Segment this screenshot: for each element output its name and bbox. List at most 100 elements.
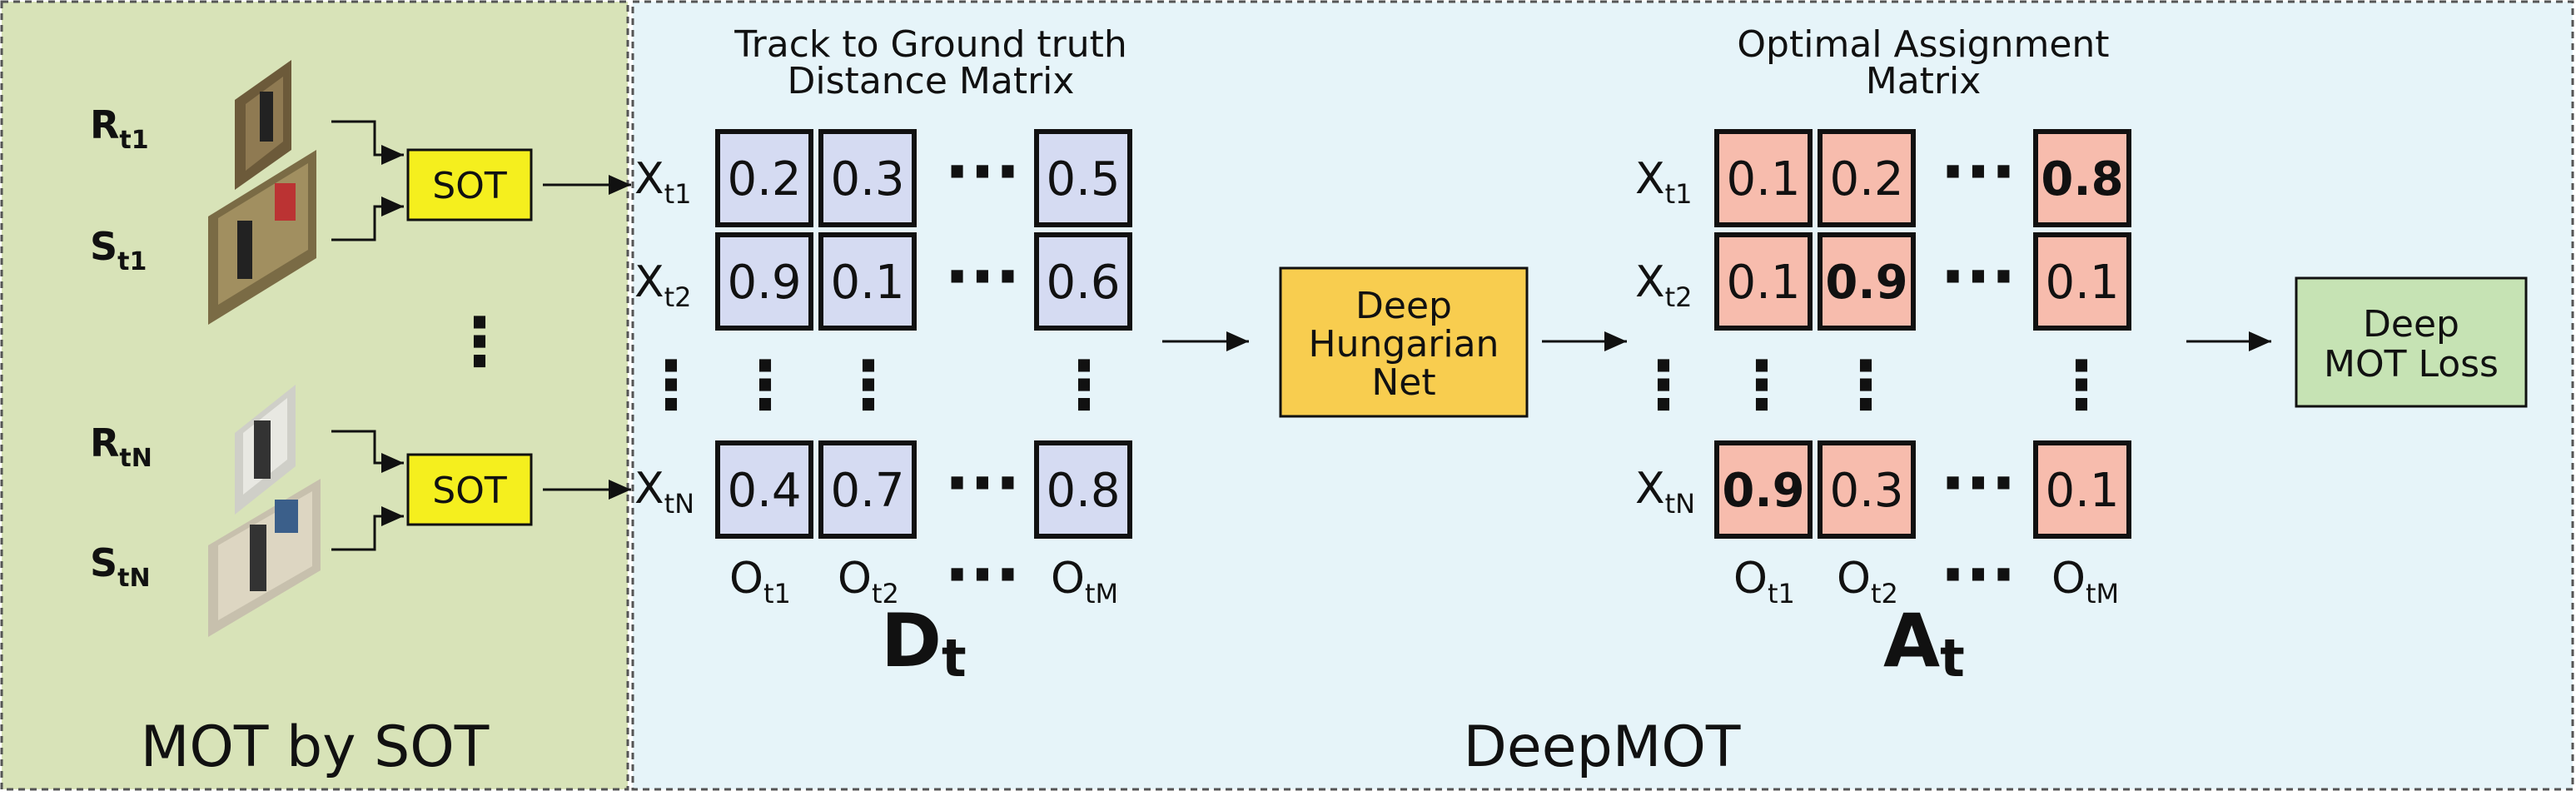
distance-heading-1: Track to Ground truth [734,23,1126,66]
distance-col-label-m: OtM [1051,554,1118,609]
assignment-col-hdots: ··· [1940,536,2016,614]
distance-cell-r3-c2 [818,440,917,539]
right-panel [631,0,2574,791]
hungarian-net-box [1279,266,1529,418]
image-s-t1 [208,150,316,325]
distance-cell-r1-c3 [1034,129,1132,227]
sot-label-top: SOT [432,165,507,207]
loss-line-2: MOT Loss [2324,343,2499,386]
assignment-cell-r2-c3 [2033,232,2131,331]
distance-col-label-1: Ot1 [729,554,791,609]
distance-row-label-1: Xt1 [634,154,692,210]
distance-col-label-2: Ot2 [838,554,899,609]
assignment-hdots-1: ··· [1940,133,2016,211]
assignment-vdots-c3: ⋮ [2048,346,2115,424]
distance-cell-r3-c3 [1034,440,1132,539]
distance-vdots-c3: ⋮ [1051,346,1117,424]
label-s-tn: StN [90,540,151,593]
connectors-bottom [331,430,404,551]
label-r-tn: RtN [90,420,152,473]
distance-cell-r2-c2 [818,232,917,331]
distance-cell-value-r3-c3: 0.8 [1046,464,1120,518]
vdots-left: ⋮ [446,303,513,381]
assignment-col-label-1: Ot1 [1733,554,1795,609]
assignment-col-label-2: Ot2 [1837,554,1898,609]
assignment-cell-r2-c2 [1818,232,1916,331]
assignment-cell-value-r3-c1: 0.9 [1722,464,1804,518]
distance-cell-r2-c1 [715,232,813,331]
distance-col-labels: Ot1 Ot2 ··· OtM [729,536,1118,614]
distance-row-label-2: Xt2 [634,257,692,313]
distance-hdots-n: ··· [944,445,1020,522]
assignment-cell-r1-c3 [2033,129,2131,227]
distance-vdots-c1: ⋮ [732,346,798,424]
assignment-cell-value-r2-c1: 0.1 [1726,256,1800,310]
assignment-cell-value-r3-c3: 0.1 [2045,464,2119,518]
loss-line-1: Deep [2363,303,2459,346]
distance-row-label-n: XtN [634,464,694,520]
distance-hdots-1: ··· [944,133,1020,211]
assignment-cell-r2-c1 [1714,232,1813,331]
image-s-tn [208,479,321,637]
distance-cell-value-r2-c2: 0.1 [830,256,904,310]
assignment-cell-r3-c1 [1714,440,1813,539]
left-panel-title: MOT by SOT [141,714,490,780]
loss-box [2295,276,2528,408]
assignment-cell-value-r1-c2: 0.2 [1829,152,1903,206]
left-panel [0,0,629,791]
sot-label-bottom: SOT [432,470,507,512]
distance-cell-r2-c3 [1034,232,1132,331]
assignment-cell-r3-c2 [1818,440,1916,539]
assignment-col-label-m: OtM [2051,554,2119,609]
distance-row-labels: Xt1 Xt2 XtN [634,154,694,520]
distance-matrix: 0.2 0.3 0.5 0.9 0.1 0.6 0.4 0.7 0.8 [715,129,1132,539]
distance-cell-value-r3-c1: 0.4 [727,464,801,518]
distance-cell-value-r2-c3: 0.6 [1046,256,1120,310]
assignment-cell-r1-c1 [1714,129,1813,227]
hungarian-line-1: Deep [1355,285,1452,327]
assignment-vdots-c2: ⋮ [1833,346,1899,424]
assignment-cell-value-r1-c3: 0.8 [2041,152,2123,206]
assignment-matrix: 0.1 0.2 0.8 0.1 0.9 0.1 0.9 0.3 0.1 [1714,129,2131,539]
assignment-row-labels: Xt1 Xt2 XtN [1635,154,1695,520]
distance-cell-value-r3-c2: 0.7 [830,464,904,518]
hungarian-line-2: Hungarian [1309,323,1499,366]
assignment-col-labels: Ot1 Ot2 ··· OtM [1733,536,2119,614]
hungarian-line-3: Net [1371,361,1435,404]
assignment-symbol: At [1883,598,1965,689]
assignment-vdots-c1: ⋮ [1728,346,1795,424]
assignment-heading-1: Optimal Assignment [1737,23,2109,66]
image-r-t1 [235,60,291,190]
assignment-hdots-2: ··· [1940,238,2016,316]
sot-box-bottom [406,453,533,526]
distance-cell-value-r1-c3: 0.5 [1046,152,1120,206]
assignment-cell-value-r2-c3: 0.1 [2045,256,2119,310]
distance-heading-2: Distance Matrix [788,60,1075,102]
assignment-hdots-n: ··· [1940,445,2016,522]
distance-hdots-2: ··· [944,238,1020,316]
connectors-top [331,120,404,241]
assignment-row-label-2: Xt2 [1635,257,1693,313]
distance-vdots-c2: ⋮ [835,346,902,424]
label-r-t1: Rt1 [90,102,149,155]
distance-cell-r1-c1 [715,129,813,227]
assignment-row-label-n: XtN [1635,464,1695,520]
distance-cell-r3-c1 [715,440,813,539]
distance-cell-value-r2-c1: 0.9 [727,256,801,310]
distance-symbol: Dt [881,598,967,689]
assignment-row-label-1: Xt1 [1635,154,1693,210]
distance-cell-value-r1-c1: 0.2 [727,152,801,206]
assignment-cell-r3-c3 [2033,440,2131,539]
image-r-tn [235,385,296,515]
assignment-cell-value-r2-c2: 0.9 [1825,256,1907,310]
assignment-cell-r1-c2 [1818,129,1916,227]
assignment-vdots-x: ⋮ [1630,346,1697,424]
assignment-cell-value-r3-c2: 0.3 [1829,464,1903,518]
sot-box-top [406,148,533,221]
label-s-t1: St1 [90,224,147,276]
right-panel-title: DeepMOT [1464,714,1741,780]
assignment-cell-value-r1-c1: 0.1 [1726,152,1800,206]
distance-cell-value-r1-c2: 0.3 [830,152,904,206]
